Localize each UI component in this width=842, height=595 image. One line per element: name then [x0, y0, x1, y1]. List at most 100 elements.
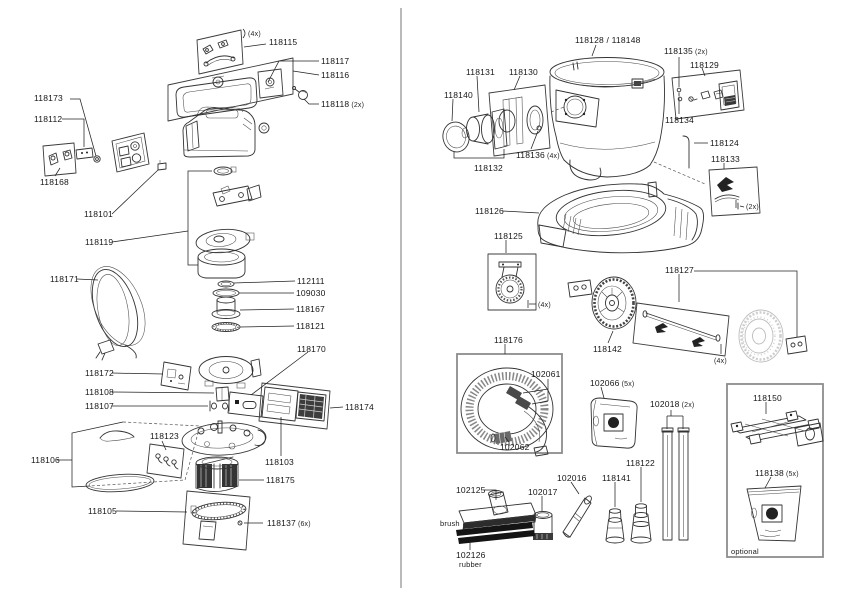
- art-hose-kit-118176: [456, 353, 563, 457]
- art-push-handle-kit-118116: [167, 57, 294, 122]
- art-mini-screw-box-a: [567, 279, 593, 298]
- part-label-118128-118148: 118128 / 118148: [575, 35, 641, 45]
- part-number: 118136: [516, 150, 545, 160]
- qty-suffix: (5x): [621, 381, 635, 388]
- part-label-118167: 118167: [296, 304, 325, 314]
- art-bracket-118108: [215, 386, 230, 402]
- part-label-102126: 102126: [456, 550, 486, 560]
- part-label-118173: 118173: [34, 93, 63, 103]
- qty-suffix: (5x): [785, 471, 799, 478]
- art-latch-kit-118168: [42, 142, 77, 177]
- part-label-118131: 118131: [466, 67, 495, 77]
- part-label-118108: 118108: [85, 387, 114, 397]
- part-label-102125: 102125: [456, 485, 486, 495]
- art-filter-frame-kit-118174: [258, 382, 331, 430]
- art-paper-bag-118138: [746, 485, 802, 542]
- art-control-panel: [111, 132, 150, 173]
- leader-lines-right: [451, 44, 798, 550]
- art-adapter-118122: [630, 503, 652, 544]
- art-crevice-tool-102016: [562, 495, 592, 538]
- art-plate-118170: [227, 391, 264, 418]
- qty-label-118115: (4x): [248, 31, 261, 38]
- art-motor-stack: [211, 280, 241, 332]
- art-fan-housing: [198, 356, 262, 389]
- art-mount-plate-118172: [160, 361, 192, 391]
- art-cartridge-filter-118175: [195, 456, 239, 492]
- part-label-118127: 118127: [665, 265, 694, 275]
- part-number: 118137: [267, 518, 296, 528]
- art-screw-118137: [237, 520, 243, 526]
- art-baseplate-118103: [181, 420, 267, 456]
- part-number: 102018: [650, 399, 680, 409]
- art-seal-kit-118106: [71, 421, 201, 493]
- art-clamp-ring-kit-118105: [182, 490, 251, 551]
- qty-suffix: (2x): [694, 49, 708, 56]
- part-label-118176: 118176: [494, 335, 523, 345]
- part-label-118107: 118107: [85, 401, 114, 411]
- part-label-118117: 118117: [321, 56, 350, 66]
- part-label-118132: 118132: [474, 163, 503, 173]
- part-label-118172: 118172: [85, 368, 114, 378]
- art-screws-118135: [676, 87, 683, 102]
- part-label-118124: 118124: [710, 138, 739, 148]
- art-clip-kit-118133: [708, 166, 761, 217]
- part-number: 118118: [321, 99, 350, 109]
- art-chassis-118126: [537, 181, 704, 254]
- art-motor-column-upper: [195, 166, 262, 279]
- part-label-118170: 118170: [297, 344, 326, 354]
- part-number: 102066: [590, 378, 620, 388]
- part-label-102016: 102016: [557, 473, 587, 483]
- qty-label-118133: (2x): [746, 204, 759, 211]
- part-label-118134: 118134: [665, 115, 694, 125]
- art-plate-118112: [75, 147, 94, 160]
- part-label-118126: 118126: [475, 206, 504, 216]
- art-handle-fastener-kit-118115: [196, 29, 244, 75]
- art-clip-118101: [157, 160, 167, 171]
- part-label-118142: 118142: [593, 344, 622, 354]
- note-label-rubber: rubber: [459, 560, 482, 569]
- art-mini-screw-box-b: [785, 335, 808, 355]
- qty-suffix: (4x): [546, 153, 560, 160]
- part-label-118129: 118129: [690, 60, 719, 70]
- leader-lines-left: [54, 28, 344, 524]
- qty-suffix: (2x): [351, 102, 365, 109]
- art-rubber-strip-102126: [456, 522, 535, 544]
- art-inlet-fitting-group: [442, 84, 565, 157]
- part-label-118138: 118138(5x): [755, 469, 799, 479]
- part-label-102018: 102018(2x): [650, 400, 694, 410]
- art-wheel-118142: [591, 276, 637, 330]
- part-label-118101: 118101: [84, 209, 113, 219]
- part-label-118171: 118171: [50, 274, 79, 284]
- art-axle-kit-118127: [632, 302, 730, 357]
- part-label-109030: 109030: [296, 288, 326, 298]
- qty-suffix: (2x): [681, 402, 695, 409]
- part-label-118137: 118137(6x): [267, 519, 311, 529]
- part-label-118112: 118112: [34, 114, 63, 124]
- part-label-118135: 118135(2x): [664, 47, 708, 57]
- part-label-118150: 118150: [753, 393, 782, 403]
- qty-label-118127: (4x): [714, 358, 727, 365]
- art-tubes-102018: [661, 427, 690, 541]
- qty-label-118125: (4x): [538, 302, 551, 309]
- art-adapter-118141: [605, 508, 625, 544]
- part-label-118133: 118133: [711, 154, 740, 164]
- part-label-118116: 118116: [321, 70, 350, 80]
- art-latch-kit-118129: [671, 69, 745, 120]
- part-label-112111: 112111: [297, 276, 325, 286]
- part-label-102017: 102017: [528, 487, 558, 497]
- part-label-102062: 102062: [500, 442, 530, 452]
- art-motor-head-housing: [182, 106, 256, 158]
- part-label-118118: 118118(2x): [321, 100, 364, 110]
- art-fleece-bag-102066: [590, 397, 638, 449]
- part-label-118121: 118121: [296, 321, 325, 331]
- art-rod-118124: [682, 135, 690, 169]
- part-label-118174: 118174: [345, 402, 374, 412]
- art-tank-118128: [549, 57, 706, 185]
- part-label-118105: 118105: [88, 506, 117, 516]
- part-label-118125: 118125: [494, 231, 523, 241]
- part-label-118130: 118130: [509, 67, 538, 77]
- art-trolley-118150: [730, 410, 824, 447]
- part-label-118103: 118103: [265, 457, 294, 467]
- part-label-118175: 118175: [266, 475, 295, 485]
